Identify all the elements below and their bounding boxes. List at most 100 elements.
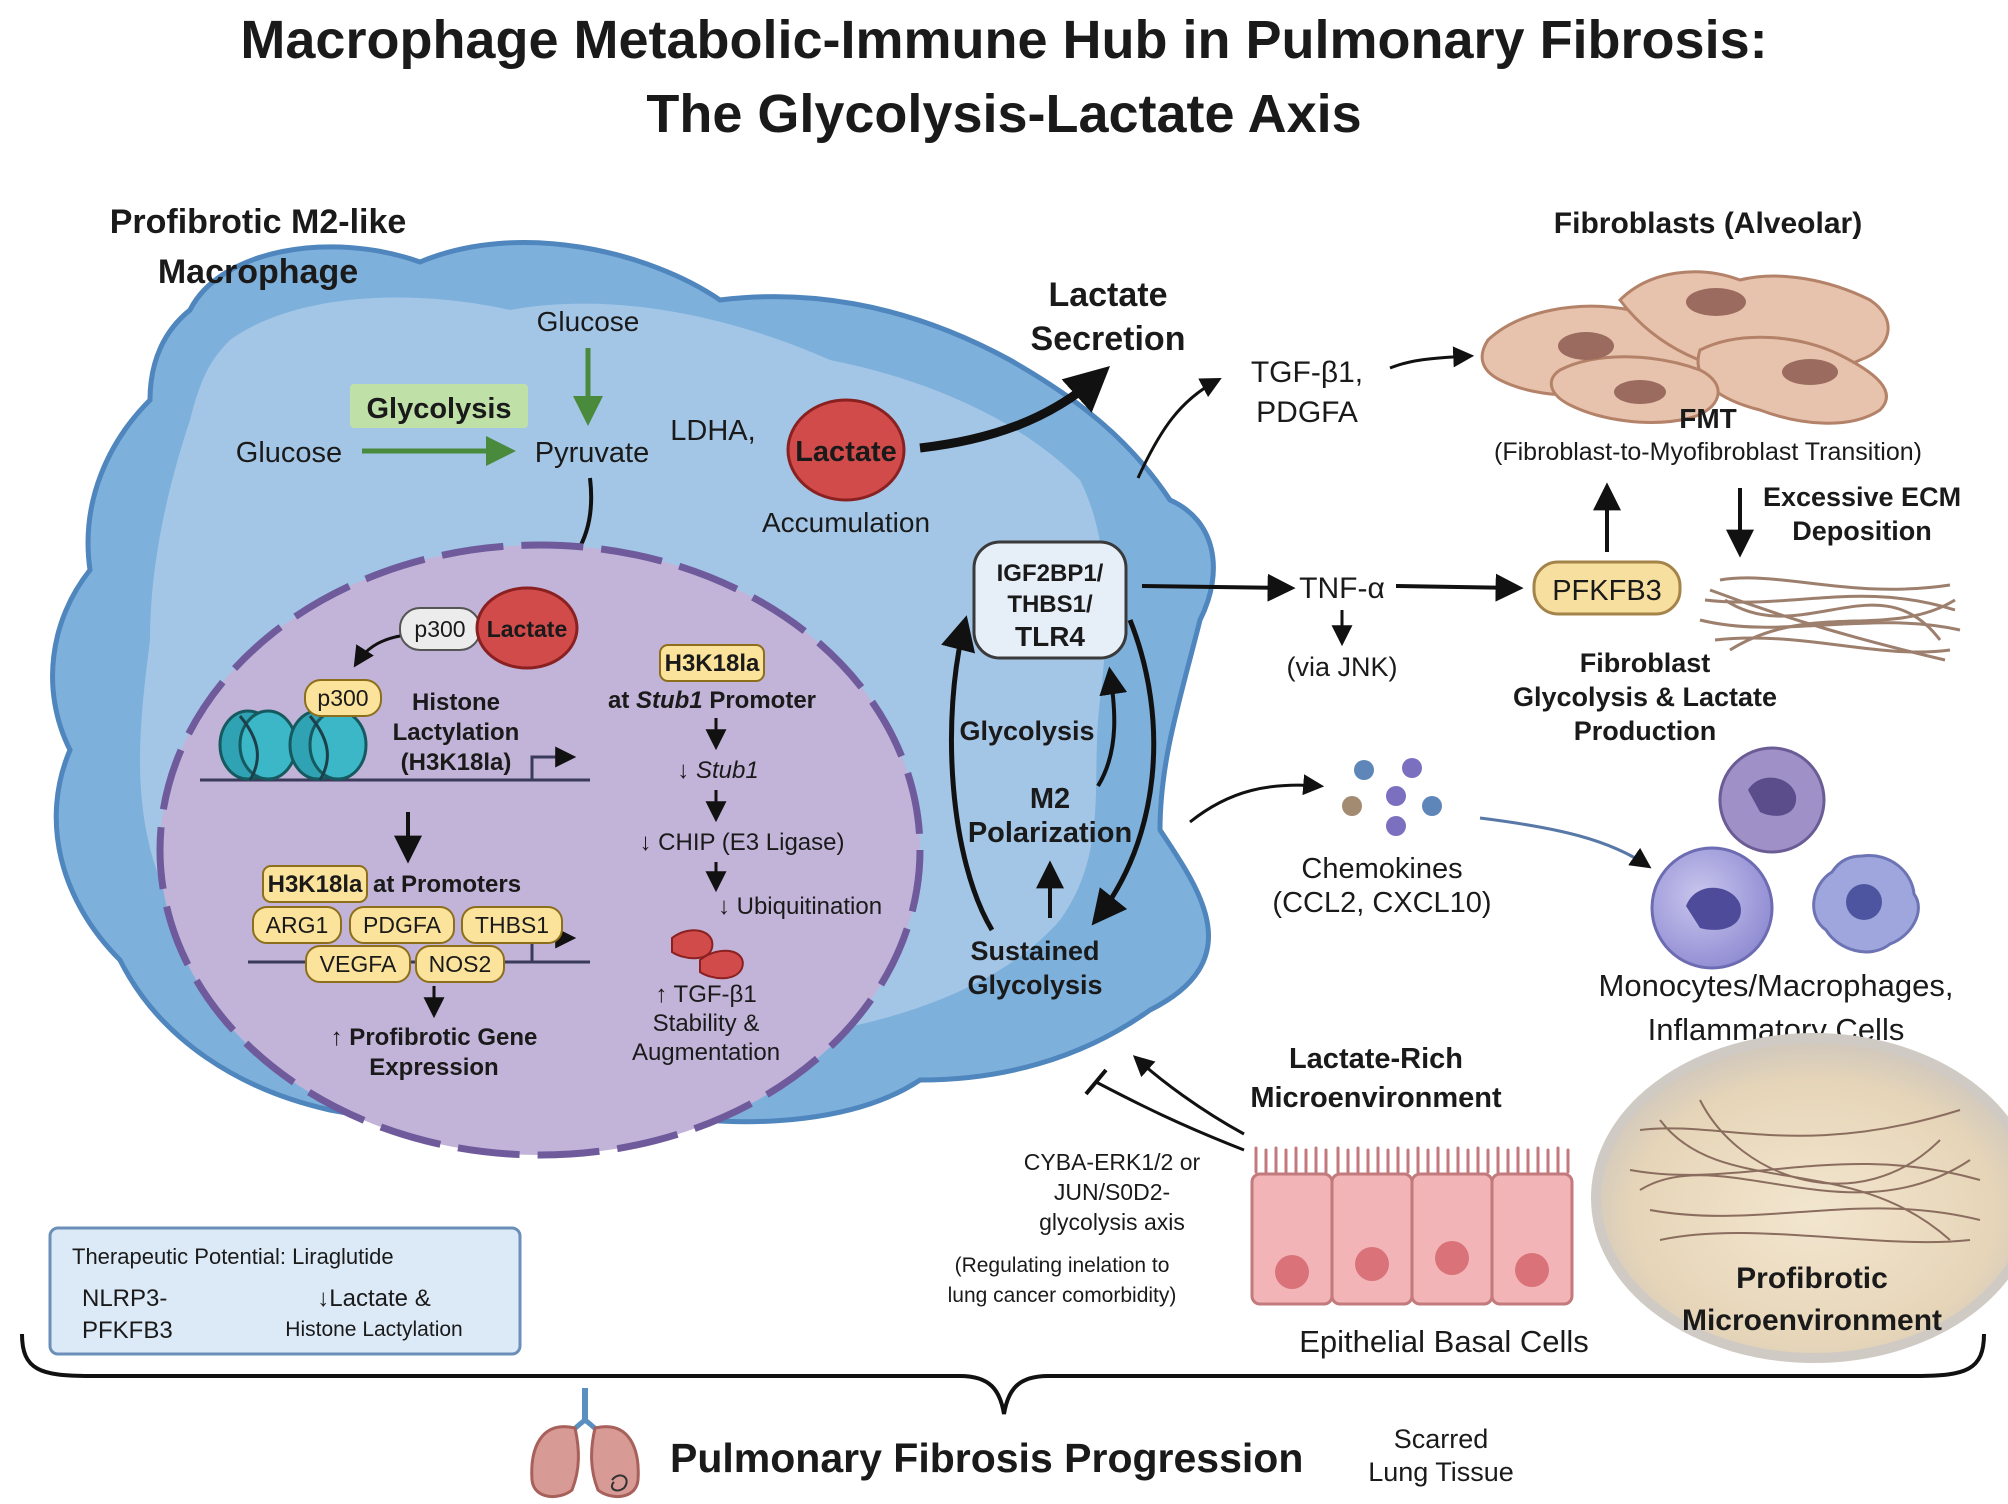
gene-vegfa-label: VEGFA [320,951,397,977]
ldha-label: LDHA, [670,415,755,447]
profibrotic-line-2: Microenvironment [1682,1304,1942,1337]
accumulation-label: Accumulation [762,507,930,538]
tnf-label: TNF-α [1299,572,1385,605]
macrophage-label-line-1: Profibrotic M2-like [110,203,407,241]
lactate-secretion-arrow [919,365,1111,453]
therapy-left-line-2: PFKFB3 [82,1317,173,1344]
title-line-2: The Glycolysis-Lactate Axis [646,84,1361,144]
therapy-left-line-1: NLRP3- [82,1285,167,1312]
p300-label-a: p300 [414,616,465,642]
m2-polarization-line-1: M2 [1030,783,1070,815]
tnf-to-pfkfb3-arrow [1395,573,1524,602]
therapy-title: Therapeutic Potential: Liraglutide [72,1244,394,1269]
fmt-label: FMT [1679,403,1737,434]
down-chip-label: ↓ CHIP (E3 Ligase) [640,829,845,856]
ecm-line-1: Excessive ECM [1763,482,1961,512]
scarred-line-1: Scarred [1394,1424,1489,1454]
sustained-glycolysis-line-1: Sustained [970,936,1099,966]
therapy-right-line-1: ↓Lactate & [317,1285,430,1312]
gene-vegfa: VEGFA [305,945,411,983]
regulating-line-1: (Regulating inelation to [955,1254,1170,1277]
gene-nos2-label: NOS2 [429,951,492,977]
profibrotic-expression-line-2: Expression [369,1054,498,1081]
lactate-secretion-line-1: Lactate [1048,276,1167,314]
receptor-line-3: TLR4 [1015,621,1085,652]
gene-pdgfa-label: PDGFA [363,912,442,938]
chemokines-to-monocytes-arrow [1479,816,1652,869]
h3k18la-promoters-badge [262,865,368,903]
p300-bubble-b [304,679,382,717]
cyba-line-3: glycolysis axis [1039,1209,1185,1235]
inhibition-line [1095,1080,1245,1152]
loop-arrow-left [941,615,995,932]
receptor-line-1: IGF2BP1/ [997,560,1104,587]
pfkfb3-label: PFKFB3 [1552,575,1662,607]
lactate-cytoplasm-label: Lactate [795,436,897,468]
ecm-fibers [1699,576,1961,662]
profibrotic-expression-line-1: ↑ Profibrotic Gene [331,1024,538,1051]
regulating-line-2: lung cancer comorbidity) [948,1284,1177,1307]
sustained-glycolysis-line-2: Glycolysis [967,970,1102,1000]
lactate-secretion-line-2: Secretion [1031,320,1186,358]
monocyte-cells [1650,746,1920,970]
p300-label-b: p300 [317,685,368,711]
histone-line-2: Lactylation [393,719,520,746]
fibroblast-glycolysis-line-1: Fibroblast [1580,648,1711,678]
down-ubiquitination-label: ↓ Ubiquitination [718,893,882,920]
tgf-stability-line-3: Augmentation [632,1039,780,1066]
chemokine-dots [1342,758,1442,836]
tgf-pdgfa-line-1: TGF-β1, [1251,356,1363,389]
lactate-nucleus-circle [475,586,579,670]
monocytes-line-1: Monocytes/Macrophages, [1599,968,1954,1003]
title-line-1: Macrophage Metabolic-Immune Hub in Pulmo… [240,10,1767,70]
cell-to-chemokines-arrow [1189,774,1325,824]
tgf-to-fibroblast-arrow [1389,346,1475,370]
chemokines-line-2: (CCL2, CXCL10) [1272,887,1491,919]
promoter-arrow-histone [530,746,577,780]
receptor-to-tnf-arrow [1141,573,1296,602]
p300-to-histone-arrow [353,634,401,668]
lactate-cytoplasm-circle [786,398,906,502]
glucose-left-label: Glucose [236,437,342,469]
m2-polarization-line-2: Polarization [968,817,1132,849]
cyba-line-2: JUN/S0D2- [1054,1179,1170,1205]
receptor-box [972,540,1128,660]
fibroblasts-label: Fibroblasts (Alveolar) [1554,207,1862,240]
gene-arg1: ARG1 [252,906,342,944]
loop-arrow-right [1091,619,1157,926]
receptor-line-2: THBS1/ [1007,591,1093,618]
cyba-line-1: CYBA-ERK1/2 or [1024,1149,1201,1175]
down-stub1-label: ↓ Stub1 [677,757,758,784]
stub1-promoter-label: at Stub1 Promoter [608,687,816,714]
inhibition-bar [1084,1068,1108,1096]
bottom-brace [20,1333,1986,1415]
fmt-full-label: (Fibroblast-to-Myofibroblast Transition) [1494,438,1922,466]
gene-thbs1: THBS1 [461,906,563,944]
progression-label: Pulmonary Fibrosis Progression [670,1435,1303,1481]
loop-glycolysis-label: Glycolysis [959,716,1094,746]
gene-pdgfa: PDGFA [349,906,455,944]
scar-fibers [1629,1099,1981,1244]
fibroblast-glycolysis-line-2: Glycolysis & Lactate [1513,682,1777,712]
lung-icon [530,1388,640,1499]
lactate-nucleus-label: Lactate [487,616,568,642]
gene-arg1-label: ARG1 [266,912,329,938]
lactate-rich-line-2: Microenvironment [1250,1082,1502,1114]
epithelial-to-cell-arrow [1132,1055,1245,1136]
histone-line-1: Histone [412,689,500,716]
profibrotic-line-1: Profibrotic [1736,1262,1888,1295]
glycolysis-tag-box [350,384,528,428]
via-jnk-label: (via JNK) [1286,652,1397,682]
lactate-rich-line-1: Lactate-Rich [1289,1043,1463,1075]
ecm-line-2: Deposition [1792,516,1932,546]
nucleosome-2 [288,709,368,781]
tgf-stability-line-1: ↑ TGF-β1 [655,981,756,1008]
cell-to-tgf-arrow [1136,378,1222,479]
nucleosome-1 [218,709,298,781]
pfkfb3-box [1532,560,1682,616]
glycolysis-tag: Glycolysis [366,393,511,425]
at-promoters-label: at Promoters [373,871,521,898]
h3k18la-stub1-label: H3K18la [665,650,760,677]
m2-to-receptor-arrow [1096,666,1128,788]
